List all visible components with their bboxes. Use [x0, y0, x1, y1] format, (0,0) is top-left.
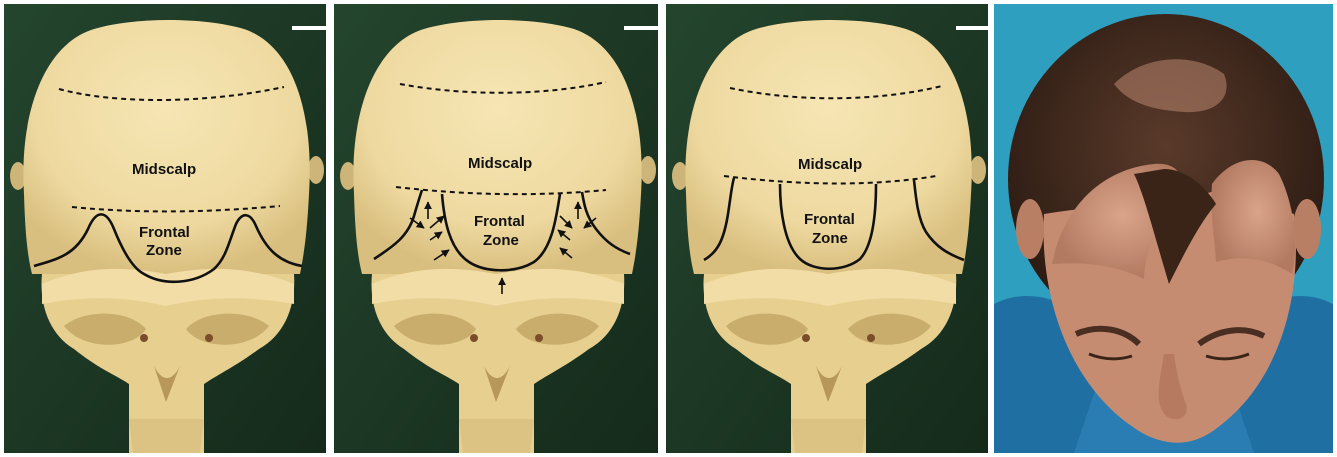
right-ear-bump	[308, 156, 324, 184]
left-foramen	[140, 334, 148, 342]
upper-jaw	[129, 419, 204, 453]
skull-panel-3: Midscalp Frontal Zone	[666, 4, 988, 453]
left-foramen	[802, 334, 810, 342]
midscalp-label: Midscalp	[132, 162, 196, 179]
frontal-zone-label-line1: Frontal	[139, 225, 190, 242]
right-ear	[1293, 199, 1321, 259]
right-foramen	[205, 334, 213, 342]
skull-panel-2: Midscalp Frontal Zone	[334, 4, 658, 453]
patient-photo-panel	[994, 4, 1333, 453]
midscalp-label: Midscalp	[468, 156, 532, 173]
frontal-zone-label-line1: Frontal	[474, 214, 525, 231]
right-foramen	[535, 334, 543, 342]
frontal-zone-label-line2: Zone	[146, 243, 182, 260]
patient-head-photo	[994, 4, 1333, 453]
right-ear-bump	[640, 156, 656, 184]
frontal-zone-label-line2: Zone	[812, 231, 848, 248]
right-foramen	[867, 334, 875, 342]
midscalp-label: Midscalp	[798, 157, 862, 174]
left-ear	[1016, 199, 1044, 259]
upper-jaw	[459, 419, 534, 453]
right-ear-bump	[970, 156, 986, 184]
skull-panel-1: Midscalp Frontal Zone	[4, 4, 326, 453]
left-foramen	[470, 334, 478, 342]
upper-jaw	[791, 419, 866, 453]
frontal-zone-label-line1: Frontal	[804, 212, 855, 229]
frontal-zone-label-line2: Zone	[483, 233, 519, 250]
